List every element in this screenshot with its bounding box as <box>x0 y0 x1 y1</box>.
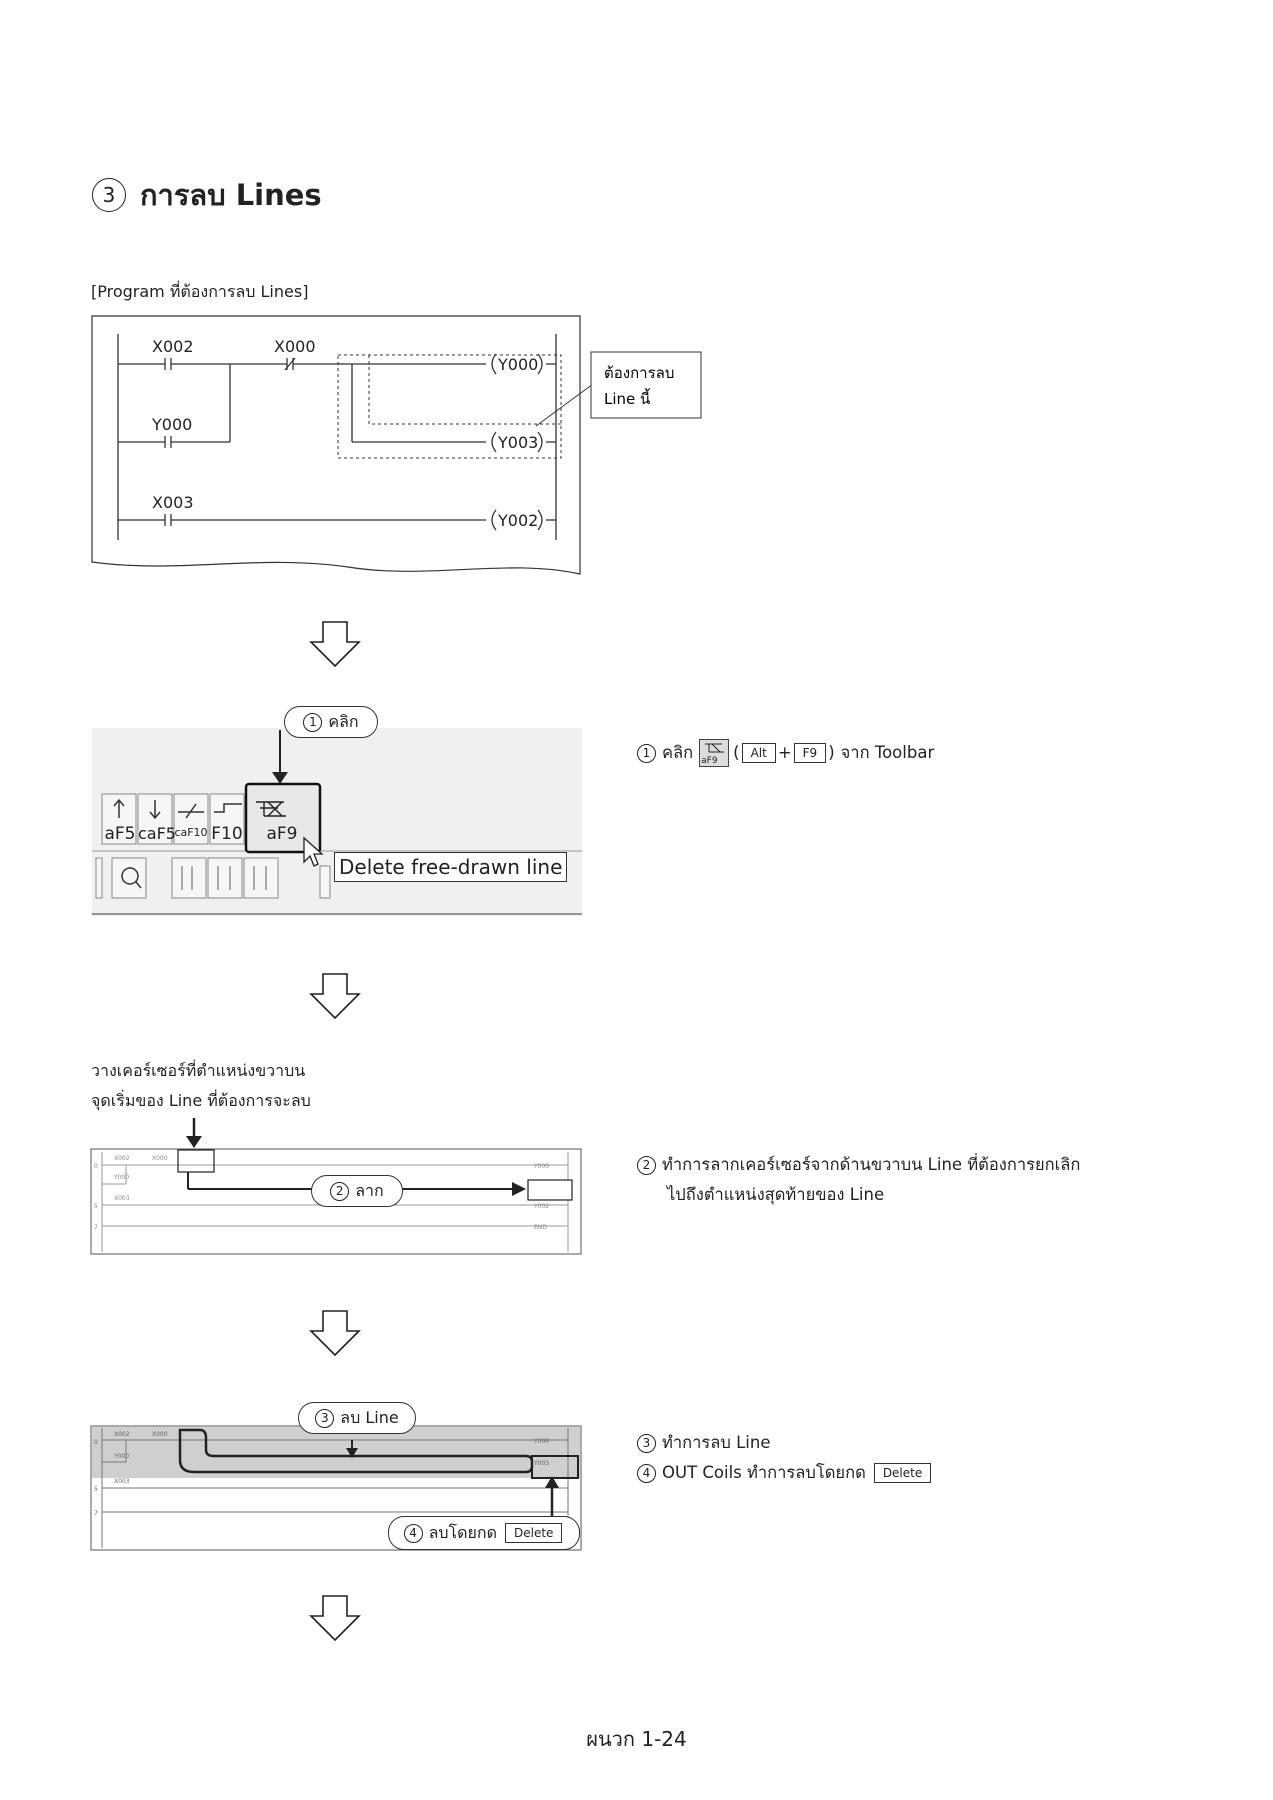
section-number: 3 <box>92 178 126 212</box>
coil-label: Y000 <box>497 355 538 374</box>
svg-text:X000: X000 <box>152 1431 168 1438</box>
tooltip: Delete free-drawn line <box>334 852 568 882</box>
down-arrow-icon <box>309 973 361 1020</box>
svg-text:Y002: Y002 <box>533 1203 549 1210</box>
svg-text:7: 7 <box>94 1224 98 1231</box>
toolbar-button-label[interactable]: caF10 <box>174 826 208 839</box>
svg-text:0: 0 <box>94 1163 98 1170</box>
delete-line-button[interactable]: aF9 <box>266 824 298 844</box>
contact-label: X003 <box>152 493 194 512</box>
svg-text:7: 7 <box>94 1510 98 1517</box>
svg-text:X002: X002 <box>114 1155 130 1162</box>
svg-text:0: 0 <box>94 1439 98 1446</box>
contact-label: X002 <box>152 337 194 356</box>
section-title: 3 การลบ Lines <box>92 172 322 218</box>
svg-text:Y000: Y000 <box>533 1163 549 1170</box>
svg-text:Y000: Y000 <box>113 1453 129 1460</box>
key-f9: F9 <box>793 743 827 763</box>
page-number: ผนวก 1-24 <box>586 1727 687 1751</box>
toolbar-button-label[interactable]: caF5 <box>138 824 176 843</box>
svg-text:X003: X003 <box>114 1478 130 1485</box>
step2-instruction: วางเคอร์เซอร์ที่ตำแหน่งขวาบน จุดเริ่มของ… <box>91 1061 311 1110</box>
svg-text:X002: X002 <box>114 1431 130 1438</box>
svg-text:X003: X003 <box>114 1195 130 1202</box>
program-caption: [Program ที่ต้องการลบ Lines] <box>91 282 309 301</box>
mini-ladder-delete: X002 X000 Y000 X003 Y000 Y003 0 5 7 <box>90 1425 582 1551</box>
contact-label: Y000 <box>151 415 192 434</box>
down-arrow-icon <box>309 1310 361 1357</box>
svg-text:5: 5 <box>94 1203 98 1210</box>
step3-desc: 3 ทำการลบ Line 4 OUT Coils ทำการลบโดยกด … <box>637 1428 933 1488</box>
callout-text-2: Line นี้ <box>604 388 651 408</box>
key-alt: Alt <box>741 743 776 763</box>
toolbar-button-label[interactable]: F10 <box>211 824 243 844</box>
step2-pill: 2 ลาก <box>311 1175 403 1207</box>
key-delete: Delete <box>873 1463 932 1483</box>
svg-text:END: END <box>534 1224 547 1231</box>
step3-pill: 3 ลบ Line <box>298 1402 416 1434</box>
callout-text-1: ต้องการลบ <box>604 364 674 382</box>
step1-pill: 1 คลิก <box>284 706 378 738</box>
step4-pill: 4 ลบโดยกด Delete <box>388 1516 580 1550</box>
coil-label: Y002 <box>497 511 538 530</box>
toolbar-button-label[interactable]: aF5 <box>104 824 136 844</box>
ladder-diagram: ต้องการลบ Line นี้ X002 X000 Y000 X003 Y… <box>91 315 702 575</box>
step2-desc: 2 ทำการลากเคอร์เซอร์จากด้านขวาบน Line ที… <box>637 1150 1237 1210</box>
contact-label: X000 <box>274 337 316 356</box>
down-arrow-icon <box>309 1595 361 1642</box>
svg-text:Y003: Y003 <box>533 1460 549 1467</box>
step1-desc: 1 คลิก aF9 ( Alt + F9 ) จาก Toolbar <box>637 738 934 768</box>
key-delete: Delete <box>504 1523 563 1543</box>
down-arrow-icon <box>309 621 361 668</box>
delete-line-icon: aF9 <box>699 739 730 767</box>
toolbar-screenshot: aF5 caF5 caF10 F10 aF9 Delete free-drawn… <box>92 728 582 916</box>
svg-text:Y000: Y000 <box>113 1174 129 1181</box>
svg-text:Y000: Y000 <box>533 1438 549 1445</box>
svg-text:5: 5 <box>94 1486 98 1493</box>
coil-label: Y003 <box>497 433 538 452</box>
section-title-text: การลบ Lines <box>140 178 322 212</box>
svg-text:X000: X000 <box>152 1155 168 1162</box>
